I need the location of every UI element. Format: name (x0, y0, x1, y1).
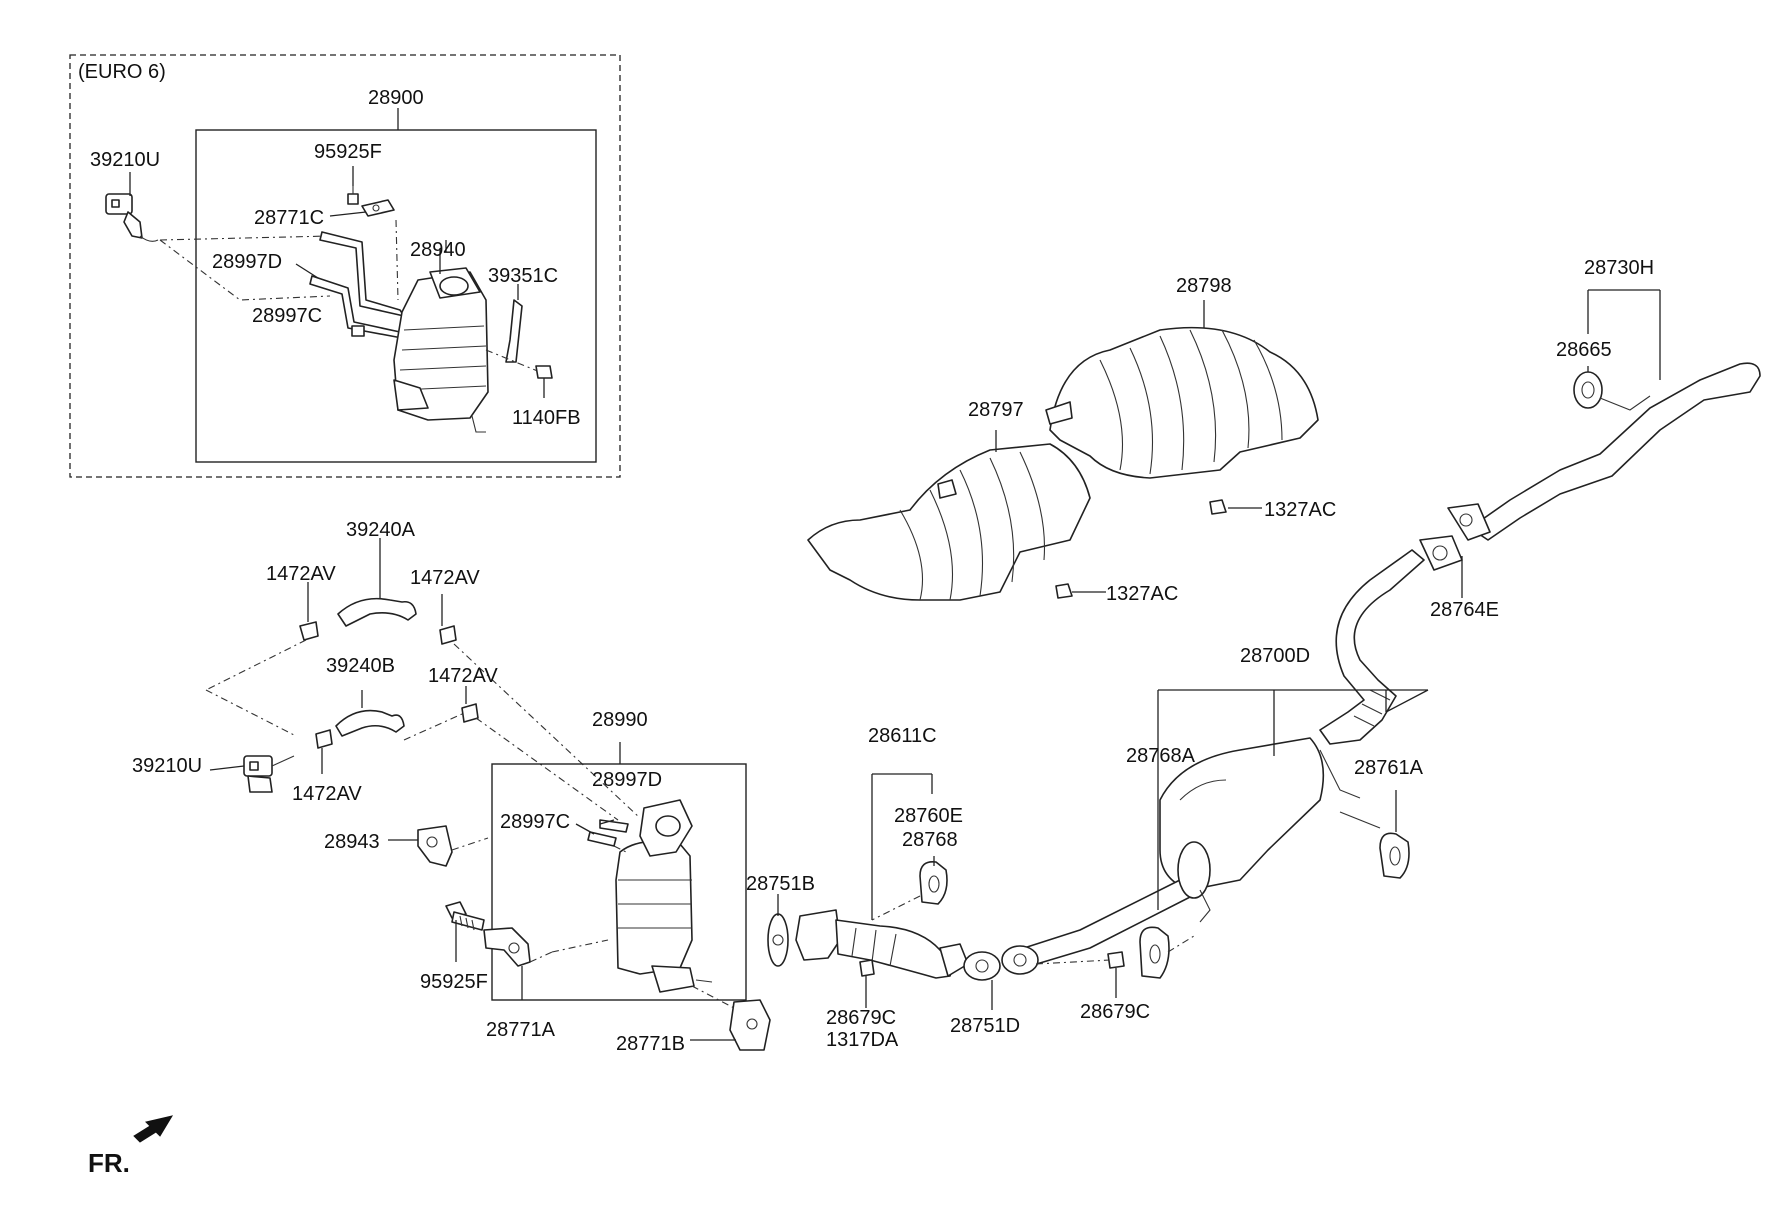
label-28771a: 28771A (486, 1019, 556, 1041)
assembly-28990-frame (491, 763, 747, 1001)
euro6-dashed-frame (69, 54, 621, 478)
front-pipe-28611c (795, 909, 969, 979)
sensor-connector-39210u-lower (243, 755, 295, 793)
label-1317da: 1317DA (826, 1029, 899, 1051)
label-28900: 28900 (368, 87, 424, 109)
label-28679c-b: 28679C (1080, 1001, 1150, 1023)
sensor-nut-top (351, 325, 365, 337)
bolt-95925f-lower (445, 901, 485, 931)
nut-1327ac-lower (1055, 583, 1073, 599)
sensor-pipe-28997d-lower (599, 819, 629, 833)
label-28700d: 28700D (1240, 645, 1310, 667)
label-28997d-top: 28997D (212, 251, 282, 273)
label-28768: 28768 (902, 829, 958, 851)
nut-1327ac-upper (1209, 499, 1227, 515)
gasket-28764e (1419, 535, 1463, 571)
heat-shield-28797 (807, 443, 1091, 601)
label-39240a: 39240A (346, 519, 416, 541)
label-39240b: 39240B (326, 655, 395, 677)
label-39210u-lower: 39210U (132, 755, 202, 777)
hanger-28768a (1139, 926, 1195, 979)
clamp-1472av-a (299, 621, 319, 641)
nut-28679c-a (859, 959, 875, 977)
assembly-28900-frame (195, 129, 597, 463)
label-28764e: 28764E (1430, 599, 1499, 621)
label-28768a: 28768A (1126, 745, 1196, 767)
nut-28679c-b (1107, 951, 1125, 969)
bracket-28943 (417, 825, 453, 867)
label-28997c-top: 28997C (252, 305, 322, 327)
hose-39240b (335, 709, 405, 737)
dpf-28990 (615, 799, 713, 993)
bracket-28771a (483, 927, 531, 967)
label-95925f-top: 95925F (314, 141, 382, 163)
bracket-28771b (729, 999, 771, 1051)
label-28751b: 28751B (746, 873, 815, 895)
bolt-1140fb (535, 365, 553, 379)
sensor-connector-39210u-top (105, 193, 159, 242)
label-28943: 28943 (324, 831, 380, 853)
sensor-pipe-28997c-lower (587, 831, 617, 847)
euro6-group: (EURO 6) (69, 54, 621, 478)
sensor-pipe-28997d-top (319, 231, 405, 317)
label-28761a: 28761A (1354, 757, 1424, 779)
label-28771c: 28771C (254, 207, 324, 229)
gasket-28751d (963, 951, 1001, 981)
fr-label: FR. (88, 1148, 130, 1178)
label-28760e: 28760E (894, 805, 963, 827)
label-28771b: 28771B (616, 1033, 685, 1055)
label-95925f-lower: 95925F (420, 971, 488, 993)
bracket-28771c (361, 199, 395, 217)
label-1472av-a: 1472AV (266, 563, 336, 585)
clamp-1472av-d (315, 729, 333, 749)
direction-marker: FR. (88, 1115, 174, 1178)
dpf-28940 (393, 267, 489, 433)
hanger-28768 (919, 860, 948, 905)
label-28679c-a: 28679C (826, 1007, 896, 1029)
label-28997d-lower: 28997D (592, 769, 662, 791)
label-39351c: 39351C (488, 265, 558, 287)
label-1472av-d: 1472AV (292, 783, 362, 805)
label-1472av-b: 1472AV (410, 567, 480, 589)
label-1472av-c: 1472AV (428, 665, 498, 687)
label-28797: 28797 (968, 399, 1024, 421)
part-labels: 28900 39210U 95925F 28771C 28940 28997D … (90, 87, 1654, 1055)
hanger-28761a (1339, 811, 1410, 879)
clamp-1472av-c (461, 703, 479, 723)
label-28997c-lower: 28997C (500, 811, 570, 833)
hose-39240a (337, 597, 417, 627)
clamp-1472av-b (439, 625, 457, 645)
bracket-39351c (505, 299, 523, 363)
label-28665: 28665 (1556, 339, 1612, 361)
label-28940: 28940 (410, 239, 466, 261)
arrow-icon (133, 1115, 174, 1143)
label-1327ac-upper: 1327AC (1264, 499, 1336, 521)
label-28611c: 28611C (868, 725, 937, 747)
label-28751d: 28751D (950, 1015, 1020, 1037)
hanger-28665 (1573, 371, 1651, 411)
rear-pipe-28730h (1447, 362, 1761, 541)
euro6-label: (EURO 6) (78, 61, 166, 83)
gasket-28751b (767, 913, 789, 967)
label-39210u-top: 39210U (90, 149, 160, 171)
label-28798: 28798 (1176, 275, 1232, 297)
label-1140fb: 1140FB (512, 407, 581, 429)
heat-shield-28798 (1045, 326, 1319, 479)
label-28730h: 28730H (1584, 257, 1654, 279)
bolt-95925f-top (347, 186, 359, 205)
label-1327ac-lower: 1327AC (1106, 583, 1178, 605)
label-28990: 28990 (592, 709, 648, 731)
gasket-28751d-second (1001, 945, 1039, 975)
